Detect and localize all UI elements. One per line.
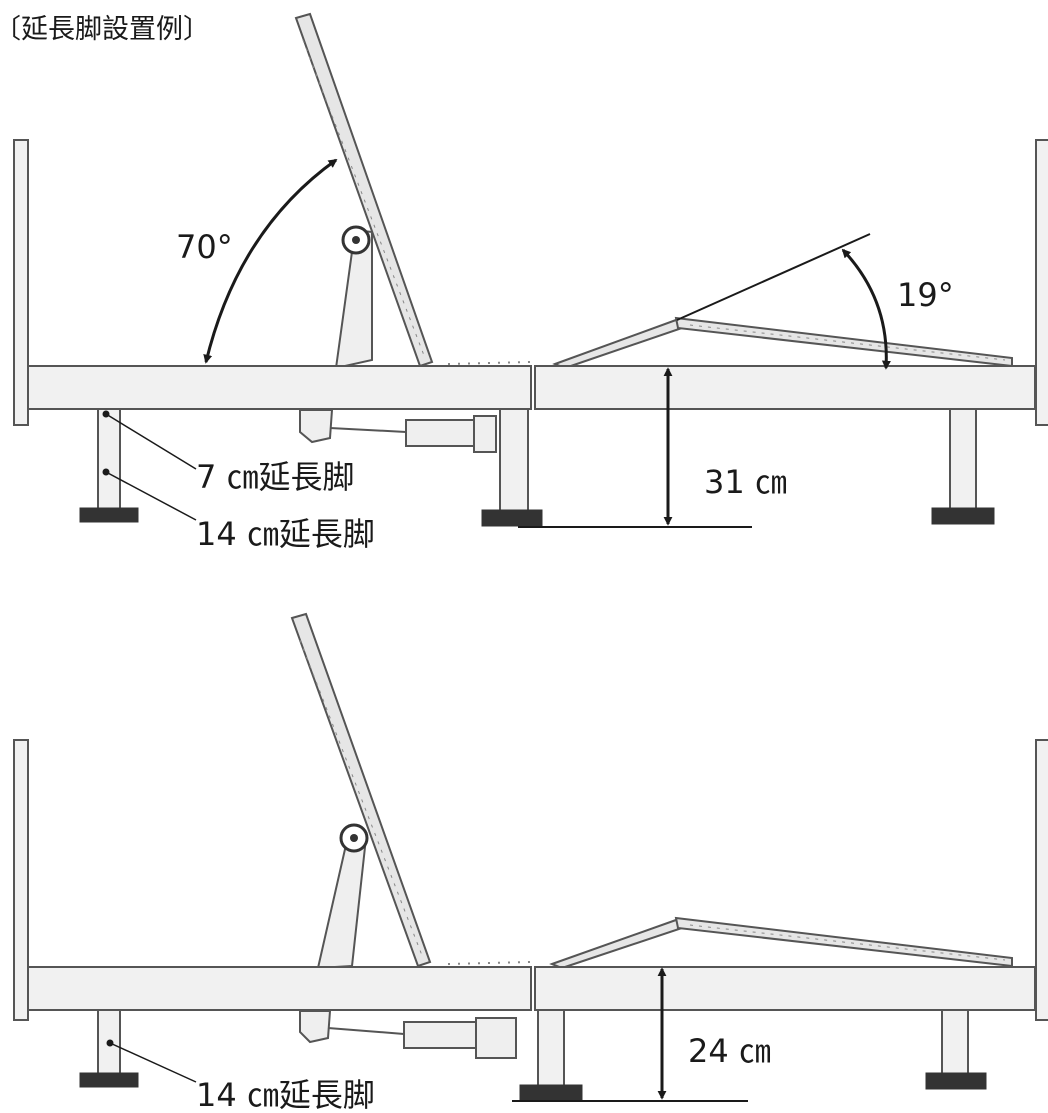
bottom-leg-14cm-label: 14 ㎝延長脚 (196, 1076, 375, 1113)
bottom-lift-arm (316, 834, 368, 970)
top-lift-arm (334, 228, 373, 370)
top-bed-diagram: 70° 19° 7 ㎝延長脚 14 ㎝延長脚 31 ㎝ (13, 12, 1048, 553)
top-frame-head (27, 365, 532, 410)
bottom-leg-right (925, 1009, 987, 1090)
bottom-footboard (1035, 739, 1048, 1021)
top-height-label: 31 ㎝ (704, 463, 787, 501)
bottom-leg-left (79, 1009, 139, 1088)
bottom-back-section (290, 612, 432, 968)
top-angle-foot-label: 19° (897, 276, 954, 314)
bottom-bed-diagram: 14 ㎝延長脚 24 ㎝ (13, 612, 1048, 1113)
top-motor-housing (405, 419, 475, 447)
bottom-height-label: 24 ㎝ (688, 1032, 771, 1070)
top-leader-14cm (105, 471, 197, 521)
top-angle-head-label: 70° (176, 228, 233, 266)
top-angle-arc-70 (203, 158, 338, 364)
top-back-section (294, 12, 434, 368)
top-leader-7cm (105, 413, 197, 470)
top-leg-14cm-label: 14 ㎝延長脚 (196, 515, 375, 553)
bottom-motor-bracket (299, 1010, 332, 1044)
top-headboard (13, 139, 29, 426)
top-frame-foot (534, 365, 1036, 410)
top-leg-left (79, 408, 139, 523)
diagram-title: 〔延長脚設置例〕 (0, 14, 210, 45)
top-leg-7cm-label: 7 ㎝延長脚 (196, 458, 355, 496)
bottom-headboard (13, 739, 29, 1021)
top-angle-arc-19 (841, 248, 891, 370)
bottom-frame-foot (534, 966, 1036, 1011)
bottom-thigh-section (549, 918, 684, 970)
top-leg-middle (481, 408, 543, 527)
bottom-leg-middle (519, 1009, 583, 1102)
top-motor-bracket (299, 409, 334, 444)
bottom-leader-14cm (109, 1042, 197, 1083)
top-footboard (1035, 139, 1048, 426)
top-angle-reference-line (676, 233, 871, 321)
bottom-motor-housing (403, 1021, 477, 1049)
top-leg-right (931, 408, 995, 525)
bottom-frame-head (27, 966, 532, 1011)
top-thigh-section (552, 318, 684, 370)
